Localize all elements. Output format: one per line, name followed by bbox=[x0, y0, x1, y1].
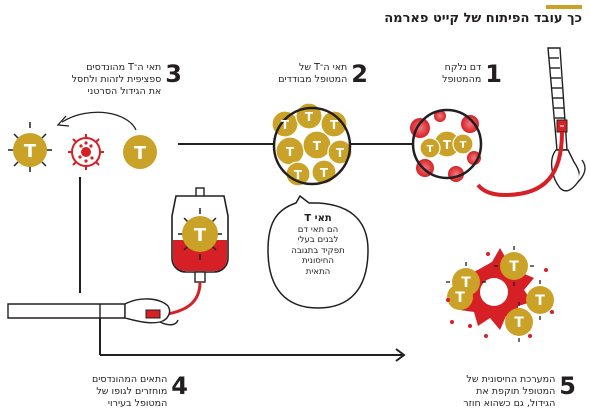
step-text: דם נלקח מהמטופל bbox=[442, 62, 482, 85]
blood-sample-circle bbox=[410, 108, 483, 182]
svg-text:T: T bbox=[294, 168, 303, 182]
svg-text:T: T bbox=[535, 293, 545, 309]
svg-text:T: T bbox=[336, 146, 345, 160]
svg-text:T: T bbox=[460, 140, 467, 151]
svg-text:T: T bbox=[461, 275, 471, 291]
cycle-arrow-icon bbox=[61, 111, 137, 131]
svg-text:T: T bbox=[427, 144, 434, 155]
iv-cannula-icon bbox=[145, 309, 161, 319]
svg-text:T: T bbox=[455, 290, 465, 306]
svg-text:T: T bbox=[313, 139, 322, 153]
step-number: 2 bbox=[351, 60, 368, 88]
svg-text:T: T bbox=[281, 118, 290, 132]
target-virus-icon bbox=[68, 134, 104, 170]
svg-text:T: T bbox=[305, 110, 314, 124]
engineered-t-cell-virus-icon bbox=[8, 122, 52, 172]
t-cell-step-3 bbox=[123, 135, 157, 169]
t-letters-circle-2: T T T T T T T T bbox=[281, 110, 345, 182]
t-letter-cell-3b: T bbox=[134, 143, 147, 164]
step-text: המערכת החיסונית של המטופל תוקפת את הגידו… bbox=[463, 374, 556, 409]
svg-text:T: T bbox=[509, 259, 519, 275]
t-letters-cluster: T T T T T bbox=[455, 259, 545, 331]
svg-text:T: T bbox=[320, 166, 329, 180]
isolated-t-cells-circle bbox=[271, 102, 353, 187]
step-3: 3 תאי ה־T מהונדסים ספציפית לזהות ולחסל א… bbox=[72, 62, 182, 98]
scattered-particles bbox=[446, 252, 554, 338]
iv-needle-icon bbox=[556, 119, 568, 133]
bubble-title: תאי T bbox=[304, 213, 332, 224]
svg-text:T: T bbox=[330, 118, 339, 132]
step-2: 2 תאי ה־T של המטופל מבודדים bbox=[278, 62, 368, 86]
svg-text:T: T bbox=[286, 145, 295, 159]
step-text: תאי ה־T מהונדסים ספציפית לזהות ולחסל את … bbox=[71, 62, 162, 97]
cycle-arrowhead-icon bbox=[56, 115, 70, 127]
t-cell-info-bubble bbox=[267, 194, 369, 309]
svg-text:T: T bbox=[514, 315, 524, 331]
step-5: 5 המערכת החיסונית של המטופל תוקפת את הגי… bbox=[463, 374, 576, 410]
step-1: 1 דם נלקח מהמטופל bbox=[442, 62, 502, 86]
page-title: כך עובד הפיתוח של קייט פארמה bbox=[384, 11, 582, 26]
t-letter-iv-bag: T bbox=[194, 225, 207, 246]
title-accent-bar bbox=[546, 5, 582, 9]
step-number: 4 bbox=[171, 372, 188, 400]
blood-tube bbox=[476, 131, 564, 198]
t-letter-cell-3a: T bbox=[24, 141, 37, 162]
step-text: התאים המהונדסים מוחזרים לגופו של המטופל … bbox=[92, 374, 168, 409]
t-letters-circle-1: T T T bbox=[427, 138, 467, 155]
iv-bag-icon bbox=[149, 187, 229, 318]
step-text: תאי ה־T של המטופל מבודדים bbox=[278, 62, 348, 85]
t-cells-attack bbox=[446, 246, 554, 342]
svg-text:T: T bbox=[443, 138, 452, 152]
step-number: 5 bbox=[559, 372, 576, 400]
step-4: 4 התאים המהונדסים מוחזרים לגופו של המטופ… bbox=[92, 374, 188, 410]
t-cell-info-text: תאי T הם תאי דם לבנים בעלי תפקיד בתגובה … bbox=[276, 213, 360, 277]
step-number: 1 bbox=[485, 60, 502, 88]
step-number: 3 bbox=[165, 60, 182, 88]
